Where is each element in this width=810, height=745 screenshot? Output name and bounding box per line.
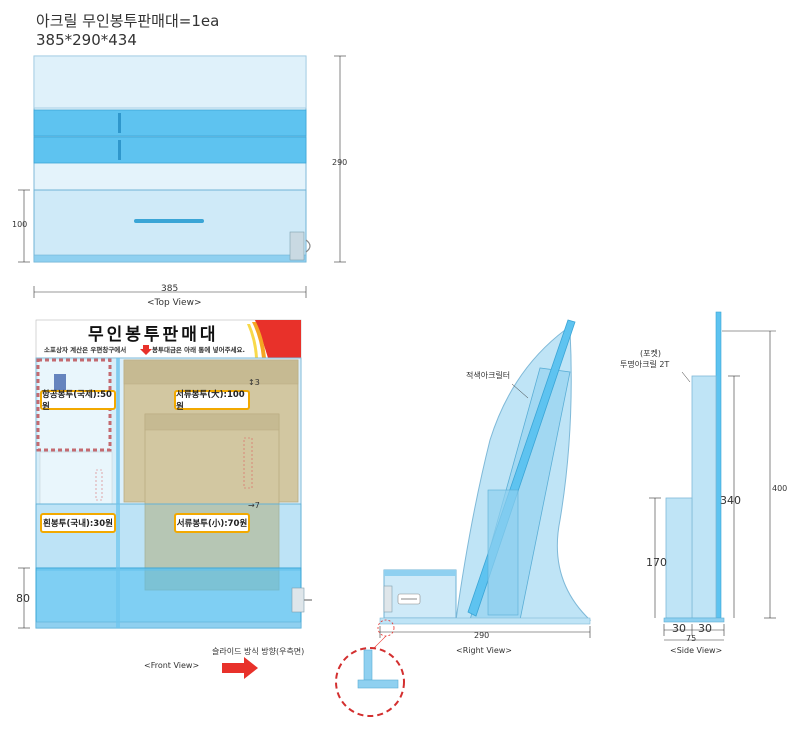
price-tag-large-envelope: 서류봉투(大):100원 bbox=[174, 390, 250, 412]
top-view bbox=[18, 55, 346, 298]
side-pocket-label: (포켓) bbox=[640, 349, 661, 358]
front-view bbox=[18, 319, 312, 679]
right-view-label: <Right View> bbox=[456, 646, 512, 655]
top-view-base bbox=[33, 254, 307, 263]
count-marker-top: ↕3 bbox=[248, 378, 260, 387]
right-base bbox=[379, 617, 591, 625]
banner-subtitle-right: 봉투대금은 아래 통에 넣어주세요. bbox=[152, 346, 245, 354]
right-drawer bbox=[383, 569, 457, 619]
side-height-pocket-dim: 340 bbox=[720, 494, 741, 507]
front-view-label: <Front View> bbox=[144, 661, 200, 670]
top-view-shelf-1 bbox=[33, 109, 307, 137]
price-tag-white-envelope: 흰봉투(국내):30원 bbox=[40, 513, 116, 533]
side-width-total-dim: 75 bbox=[686, 634, 697, 643]
side-pocket-material: 투명아크릴 2T bbox=[620, 360, 670, 369]
drawing-title: 아크릴 무인봉투판매대=1ea bbox=[36, 12, 220, 30]
banner-swoosh-orange bbox=[252, 322, 266, 358]
top-view-divider-2 bbox=[118, 140, 121, 160]
side-width-a-dim: 30 bbox=[672, 622, 686, 635]
count-top-value: 3 bbox=[254, 378, 260, 387]
banner-subtitle-left: 소포상자 계산은 우편창구에서 bbox=[44, 346, 127, 354]
count-marker-mid: →7 bbox=[248, 501, 260, 510]
side-height-lower-dim: 170 bbox=[646, 556, 667, 569]
side-width-b-dim: 30 bbox=[698, 622, 712, 635]
top-view-divider-1 bbox=[118, 113, 121, 133]
right-view bbox=[335, 319, 592, 717]
count-mid-value: 7 bbox=[254, 501, 260, 510]
slide-direction-note: 슬라이드 방식 방향(우측면) bbox=[212, 647, 305, 656]
banner-down-arrow-icon bbox=[140, 345, 152, 355]
top-view-depth-dim: 290 bbox=[332, 158, 348, 167]
white-envelope-postcode bbox=[95, 469, 103, 501]
top-view-latch bbox=[289, 231, 305, 261]
front-drawer-height-dim: 80 bbox=[16, 592, 30, 605]
side-lower-pocket bbox=[665, 497, 693, 619]
top-view-shelf-2 bbox=[33, 136, 307, 164]
price-tag-airmail: 항공봉투(국제):50원 bbox=[40, 390, 116, 412]
front-latch bbox=[291, 587, 305, 613]
side-height-total-dim: 400 bbox=[772, 484, 788, 493]
top-view-back bbox=[33, 55, 307, 109]
top-view-label: <Top View> bbox=[147, 298, 202, 308]
right-view-material: 적색아크릴터 bbox=[466, 371, 511, 380]
side-view bbox=[649, 311, 776, 641]
airmail-stamp bbox=[54, 374, 66, 390]
front-drawer bbox=[35, 567, 302, 629]
top-view-drawer bbox=[33, 189, 307, 259]
kraft-postcode bbox=[243, 437, 253, 489]
banner-swoosh-yellow bbox=[247, 324, 258, 358]
side-back-plate bbox=[715, 311, 722, 619]
white-envelope bbox=[39, 451, 113, 505]
top-view-drawer-dim: 100 bbox=[12, 220, 28, 229]
side-view-label: <Side View> bbox=[670, 646, 723, 655]
top-view-handle bbox=[134, 219, 204, 223]
slide-arrow-icon bbox=[222, 657, 258, 679]
right-view-depth-dim: 290 bbox=[474, 631, 490, 640]
banner-title: 무인봉투판매대 bbox=[88, 325, 219, 345]
overall-dimensions: 385*290*434 bbox=[36, 31, 137, 49]
price-tag-small-envelope: 서류봉투(小):70원 bbox=[174, 513, 250, 533]
top-view-latch-hook bbox=[305, 239, 311, 253]
side-upper-pocket bbox=[691, 375, 717, 619]
top-view-width-dim: 385 bbox=[161, 284, 179, 294]
banner-swoosh-red bbox=[255, 320, 301, 358]
